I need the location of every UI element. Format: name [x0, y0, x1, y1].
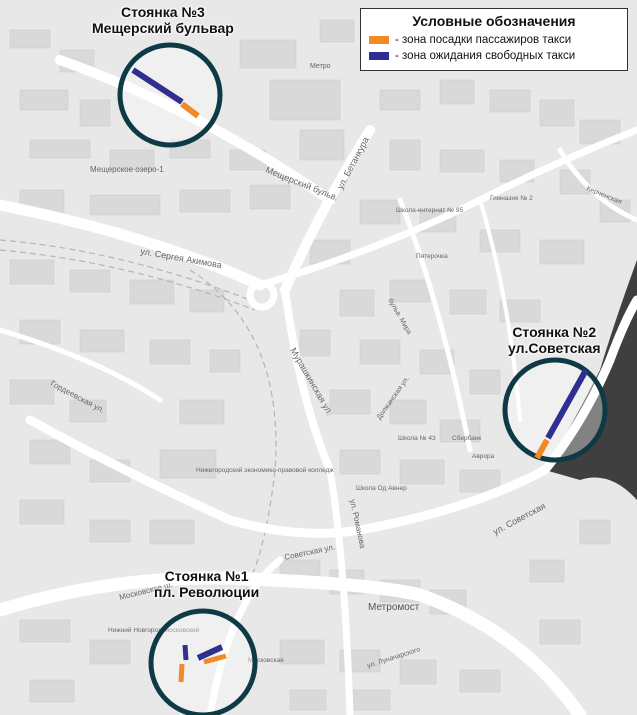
roundabout — [246, 279, 278, 311]
legend-item-waiting: - зона ожидания свободных такси — [369, 48, 619, 64]
legend: Условные обозначения - зона посадки пасс… — [360, 8, 628, 71]
label-college: Нижегородский экономико-правовой колледж — [196, 466, 334, 474]
label-metromost: Метромост — [368, 602, 420, 613]
label-station: Нижний Новгород Московский — [108, 626, 200, 634]
stand-3-marker[interactable] — [117, 42, 223, 148]
label-sberbank: Сбербанк — [452, 434, 481, 442]
stand-3-name: Стоянка №3 — [120, 4, 205, 20]
label-shkola-43: Школа № 43 — [398, 435, 436, 442]
pickup-swatch — [369, 36, 389, 44]
stand-2-name: Стоянка №2 — [512, 324, 597, 340]
stand-2-place: ул.Советская — [508, 340, 601, 356]
label-avrora: Аврора — [472, 453, 495, 460]
label-metro: Метро — [310, 63, 331, 70]
railway — [0, 239, 277, 601]
stand-2-waiting-zone — [545, 368, 589, 440]
stand-3-pickup-zone — [180, 101, 200, 119]
legend-title: Условные обозначения — [412, 13, 576, 29]
stand-1-pickup-zone-b — [203, 653, 227, 665]
label-meshcherskoe-ozero: Мещерское озеро-1 — [90, 165, 164, 174]
stand-1-waiting-zone-a — [196, 644, 224, 661]
stand-1-place: пл. Революции — [154, 584, 260, 600]
label-gimnaziya: Гимназия № 2 — [490, 195, 533, 202]
label-pyaterochka: Пятерочка — [416, 253, 448, 260]
label-shkola-avner: Школа Од Авнер — [356, 485, 407, 492]
label-moskovskaya: Московская — [248, 657, 284, 664]
stand-3-waiting-zone — [131, 67, 184, 105]
stand-1-waiting-zone-b — [182, 644, 189, 661]
label-shkola-95: Школа-интернат № 95 — [396, 207, 464, 214]
waiting-swatch — [369, 52, 389, 60]
legend-item-pickup: - зона посадки пассажиров такси — [369, 32, 619, 48]
stand-1-pickup-zone-a — [178, 663, 185, 683]
roads — [0, 55, 637, 715]
stand-2-label[interactable]: Стоянка №2 ул.Советская — [508, 324, 601, 356]
stand-1-marker[interactable] — [148, 608, 258, 715]
stand-2-marker[interactable] — [502, 357, 608, 463]
legend-item-label: - зона посадки пассажиров такси — [395, 34, 572, 46]
stand-3-place: Мещерский бульвар — [92, 20, 234, 36]
stand-1-name: Стоянка №1 — [164, 568, 249, 584]
stand-3-label[interactable]: Стоянка №3 Мещерский бульвар — [92, 4, 234, 36]
stand-1-label[interactable]: Стоянка №1 пл. Революции — [154, 568, 259, 600]
stand-2-pickup-zone — [534, 438, 550, 460]
legend-item-label: - зона ожидания свободных такси — [395, 50, 576, 62]
